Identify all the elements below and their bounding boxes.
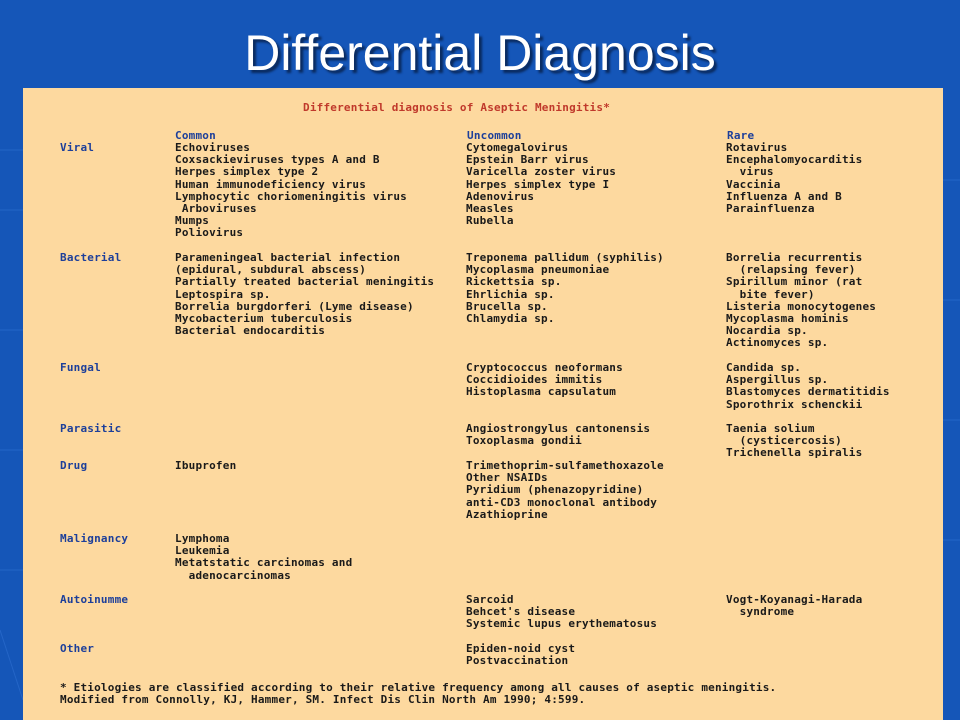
cell-rare: virus: [726, 165, 774, 179]
cell-rare: Borrelia recurrentis: [726, 251, 863, 264]
cell-rare: Spirillum minor (rat: [726, 275, 863, 289]
cell-rare: Taenia solium: [726, 422, 815, 435]
cell-common: Echoviruses: [175, 141, 251, 154]
cell-uncommon: Trimethoprim-sulfamethoxazole: [466, 459, 664, 472]
cell-uncommon: Ehrlichia sp.: [466, 287, 555, 301]
cell-common: Partially treated bacterial meningitis: [175, 275, 435, 289]
footnote-line: * Etiologies are classified according to…: [60, 681, 777, 694]
cell-uncommon: Cytomegalovirus: [466, 141, 569, 154]
cell-rare: Rotavirus: [726, 141, 788, 154]
cell-uncommon: Toxoplasma gondii: [466, 434, 582, 448]
table-panel: Differential diagnosis of Aseptic Mening…: [23, 88, 943, 720]
cell-uncommon: Cryptococcus neoformans: [466, 361, 623, 374]
cell-uncommon: Adenovirus: [466, 189, 535, 203]
category-other: Other: [60, 642, 95, 655]
cell-common: Herpes simplex type 2: [175, 165, 319, 179]
cell-uncommon: Brucella sp.: [466, 299, 548, 313]
cell-uncommon: anti-CD3 monoclonal antibody: [466, 495, 658, 509]
category-viral: Viral: [60, 141, 95, 154]
cell-uncommon: Chlamydia sp.: [466, 312, 555, 325]
header-rare: Rare: [727, 129, 755, 142]
cell-rare: bite fever): [726, 287, 815, 301]
slide-title: Differential Diagnosis: [244, 25, 716, 81]
cell-common: Lymphocytic choriomeningitis virus: [175, 189, 407, 203]
cell-uncommon: Behcet's disease: [466, 605, 576, 619]
cell-rare: Listeria monocytogenes: [726, 299, 877, 313]
cell-common: Metatstatic carcinomas and: [175, 556, 353, 570]
cell-uncommon: Systemic lupus erythematosus: [466, 617, 658, 631]
cell-common: Mycobacterium tuberculosis: [175, 312, 353, 325]
table-title: Differential diagnosis of Aseptic Mening…: [303, 101, 611, 114]
category-drug: Drug: [60, 459, 88, 472]
cell-common: Arboviruses: [175, 202, 257, 215]
cell-common: Leptospira sp.: [175, 287, 271, 301]
cell-common: Borrelia burgdorferi (Lyme disease): [175, 299, 414, 313]
cell-common: Coxsackieviruses types A and B: [175, 153, 380, 167]
cell-rare: Candida sp.: [726, 361, 802, 374]
cell-uncommon: Angiostrongylus cantonensis: [466, 422, 651, 435]
cell-uncommon: Epstein Barr virus: [466, 153, 589, 167]
cell-uncommon: Pyridium (phenazopyridine): [466, 483, 644, 497]
cell-common: (epidural, subdural abscess): [175, 263, 367, 277]
cell-common: Human immunodeficiency virus: [175, 177, 367, 191]
cell-rare: Influenza A and B: [726, 189, 842, 203]
cell-uncommon: Coccidioides immitis: [466, 373, 603, 387]
cell-uncommon: Mycoplasma pneumoniae: [466, 263, 610, 277]
cell-uncommon: Sarcoid: [466, 593, 514, 606]
cell-uncommon: Azathioprine: [466, 507, 548, 521]
footnote-line: Modified from Connolly, KJ, Hammer, SM. …: [60, 693, 586, 707]
cell-uncommon: Rubella: [466, 214, 514, 228]
cell-common: Lymphoma: [175, 532, 230, 545]
cell-rare: Nocardia sp.: [726, 324, 808, 338]
cell-rare: Sporothrix schenckii: [726, 397, 863, 411]
cell-rare: Mycoplasma hominis: [726, 312, 849, 325]
category-bacterial: Bacterial: [60, 251, 122, 264]
cell-rare: Blastomyces dermatitidis: [726, 385, 890, 399]
cell-rare: Encephalomyocarditis: [726, 153, 863, 167]
cell-common: Mumps: [175, 214, 210, 228]
cell-rare: Actinomyces sp.: [726, 336, 829, 350]
category-autoinumme: Autoinumme: [60, 593, 129, 606]
header-common: Common: [175, 129, 216, 142]
category-malignancy: Malignancy: [60, 532, 129, 545]
cell-common: Poliovirus: [175, 226, 244, 240]
cell-rare: Trichenella spiralis: [726, 446, 863, 460]
cell-rare: Vaccinia: [726, 177, 781, 191]
category-parasitic: Parasitic: [60, 422, 122, 435]
header-uncommon: Uncommon: [467, 129, 522, 142]
cell-uncommon: Rickettsia sp.: [466, 275, 562, 289]
cell-uncommon: Measles: [466, 202, 514, 215]
cell-rare: Vogt-Koyanagi-Harada: [726, 593, 863, 606]
cell-uncommon: Treponema pallidum (syphilis): [466, 251, 664, 264]
cell-uncommon: Postvaccination: [466, 654, 569, 668]
cell-common: Ibuprofen: [175, 459, 237, 472]
cell-rare: (relapsing fever): [726, 263, 856, 277]
cell-rare: Aspergillus sp.: [726, 373, 829, 387]
cell-common: Leukemia: [175, 544, 230, 558]
cell-uncommon: Epiden-noid cyst: [466, 642, 576, 655]
cell-uncommon: Histoplasma capsulatum: [466, 385, 617, 399]
cell-rare: syndrome: [726, 605, 795, 619]
cell-rare: (cysticercosis): [726, 434, 842, 448]
cell-uncommon: Other NSAIDs: [466, 471, 548, 485]
cell-common: adenocarcinomas: [175, 568, 291, 582]
category-fungal: Fungal: [60, 361, 101, 374]
cell-common: Bacterial endocarditis: [175, 324, 326, 338]
cell-uncommon: Herpes simplex type I: [466, 177, 610, 191]
cell-uncommon: Varicella zoster virus: [466, 165, 617, 179]
cell-common: Parameningeal bacterial infection: [175, 251, 401, 264]
cell-rare: Parainfluenza: [726, 202, 815, 215]
